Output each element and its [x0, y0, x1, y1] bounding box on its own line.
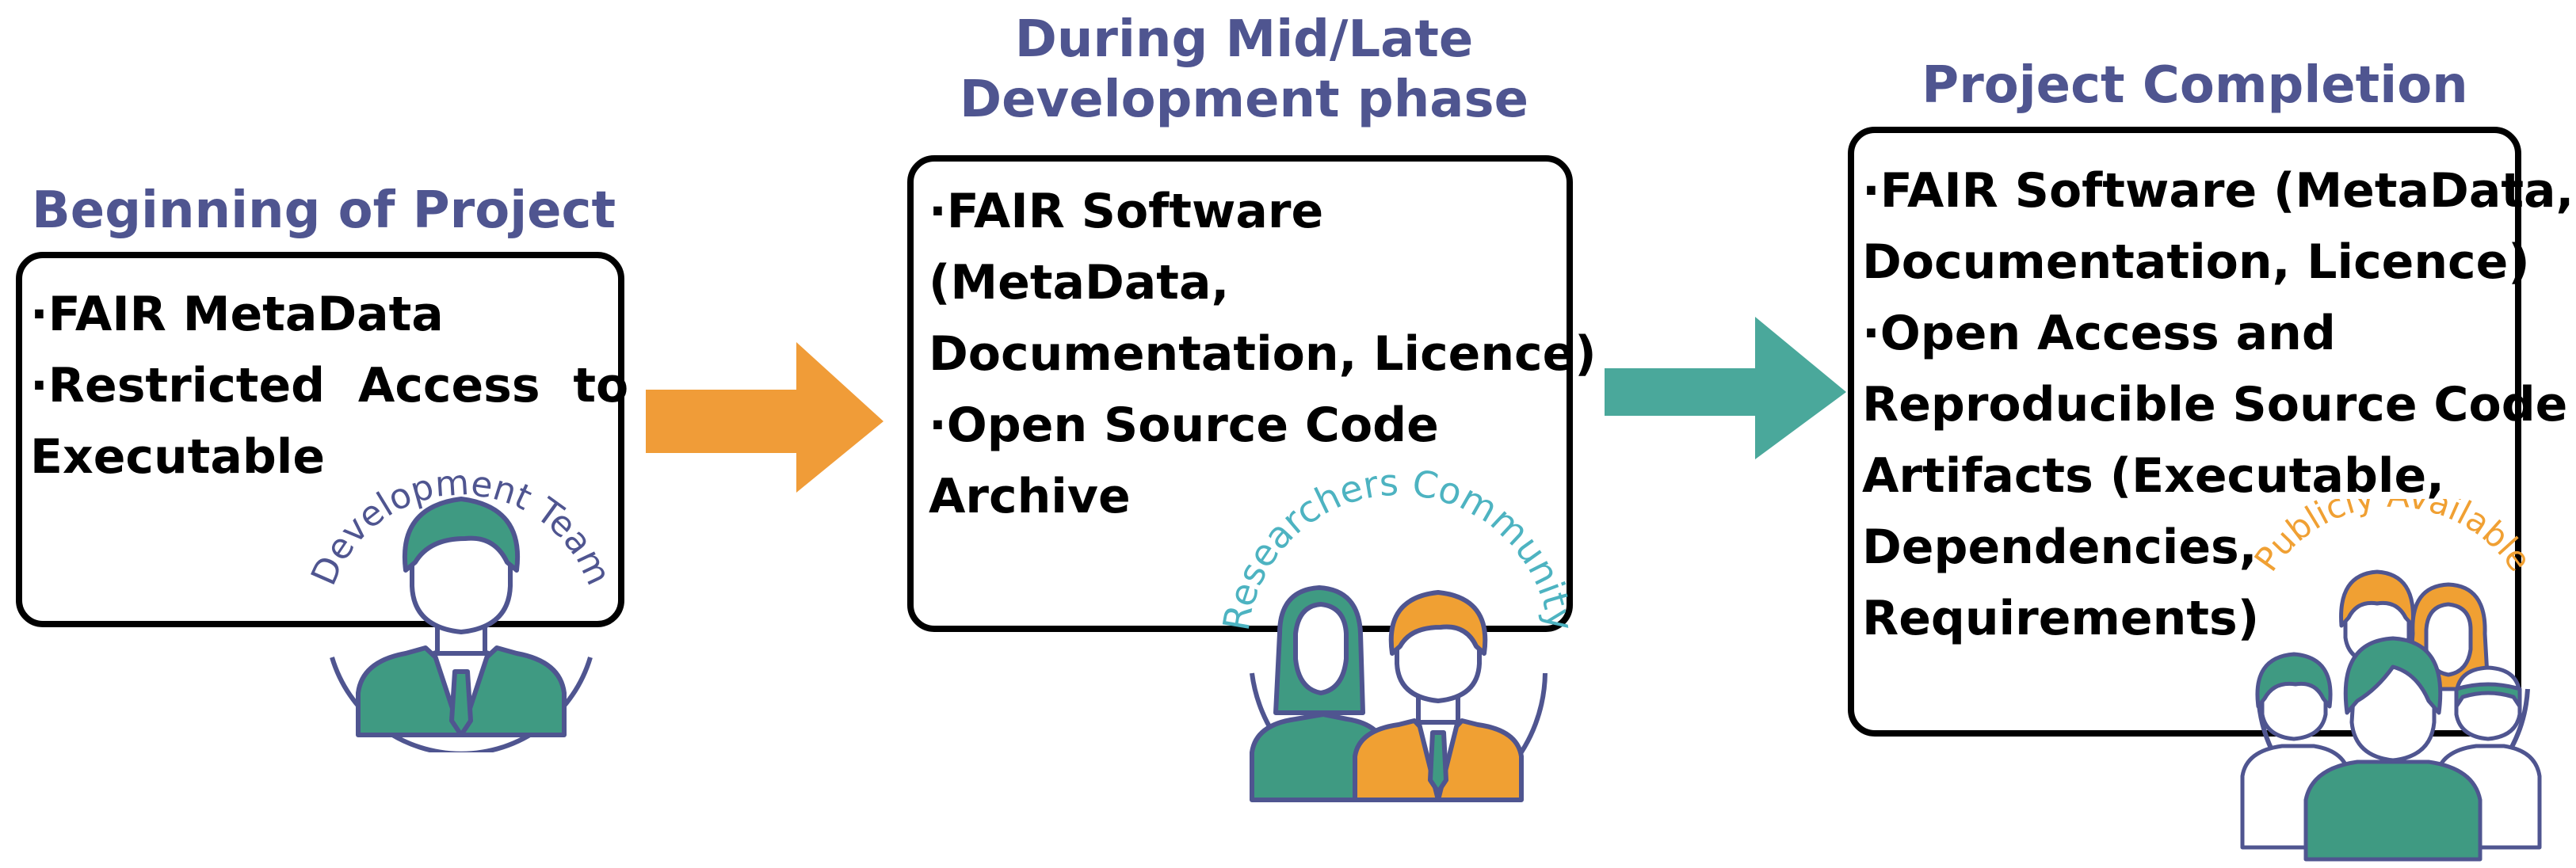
stage-2-title-line: During Mid/Late — [1014, 10, 1474, 69]
stage-1-item: ·FAIR MetaData — [30, 287, 444, 342]
stage-3-item: Requirements) — [1862, 591, 2260, 646]
stage-3-item: Dependencies, — [1862, 520, 2257, 575]
arrow-1-icon — [646, 342, 883, 493]
stage-1-item: ·Restricted Access to — [30, 358, 629, 413]
stage-1-items: ·FAIR MetaData ·Restricted Access to Exe… — [30, 279, 628, 493]
stage-3-title-line: Project Completion — [1922, 56, 2468, 115]
stage-2-item: ·FAIR Software — [929, 184, 1324, 239]
stage-1-title-line: Beginning of Project — [32, 181, 616, 240]
stage-3-item: ·Open Access and — [1862, 306, 2336, 361]
researchers-community-icon: Researchers Community — [1216, 461, 1581, 802]
stage-2-title: During Mid/Late Development phase — [923, 10, 1565, 130]
stage-2-items: ·FAIR Software (MetaData, Documentation,… — [929, 176, 1597, 532]
audience-research-label: Researchers Community — [1216, 461, 1581, 634]
stage-3-item: Artifacts (Executable, — [1862, 448, 2444, 504]
stage-2-item: (MetaData, — [929, 255, 1230, 310]
development-team-icon: Development Team — [303, 463, 619, 752]
stage-2-item: ·Open Source Code — [929, 398, 1439, 453]
audience-public-label: Publicly Available — [2246, 499, 2539, 578]
stage-2-box — [907, 155, 1573, 632]
stage-3-item: Documentation, Licence) — [1862, 234, 2530, 290]
publicly-available-icon: Publicly Available — [2240, 499, 2542, 862]
stage-1-item: Executable — [30, 429, 326, 485]
stage-2-title-line: Development phase — [960, 70, 1528, 129]
stage-3-item: Reproducible Source Code — [1862, 377, 2568, 432]
stage-2-item: Archive — [929, 469, 1131, 524]
stage-2-item: Documentation, Licence) — [929, 326, 1597, 382]
stage-1-title: Beginning of Project — [32, 181, 616, 241]
stage-1-box — [16, 252, 624, 627]
arrow-2-icon — [1605, 317, 1846, 459]
stage-3-title: Project Completion — [1870, 55, 2520, 116]
svg-text:Publicly Available: Publicly Available — [2246, 499, 2539, 578]
svg-text:Researchers Community: Researchers Community — [1216, 461, 1581, 634]
stage-3-item: ·FAIR Software (MetaData, — [1862, 163, 2574, 219]
stage-3-items: ·FAIR Software (MetaData, Documentation,… — [1862, 155, 2574, 654]
